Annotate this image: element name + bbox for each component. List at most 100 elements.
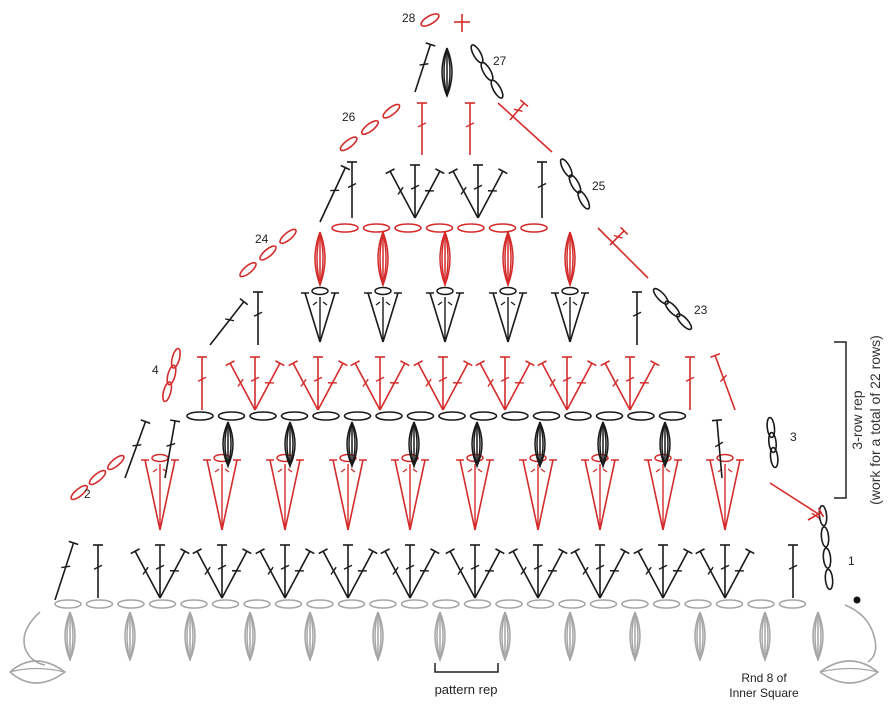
dc-stitch <box>54 540 79 601</box>
row-label-1: 1 <box>848 554 855 568</box>
chain-stitch <box>54 599 82 609</box>
dc-stitch <box>599 548 630 599</box>
chain-stitch <box>558 599 586 609</box>
dc-stitch <box>253 291 263 345</box>
shell-fan <box>380 544 440 599</box>
shell-fan <box>130 544 190 599</box>
cluster-vee <box>489 286 527 343</box>
dc-stitch <box>254 360 285 411</box>
puff-stitch <box>124 611 136 662</box>
chain-stitch <box>824 568 834 591</box>
chain-stitch <box>438 411 466 421</box>
chain-stitch <box>501 411 529 421</box>
chain-stitch <box>664 300 681 318</box>
chain-stitch <box>767 431 778 454</box>
chain-stitch <box>186 411 214 421</box>
cluster-vee <box>426 286 464 343</box>
dc-stitch <box>164 419 181 479</box>
puff-stitch <box>314 231 326 288</box>
row-rep-label-line1: 3-row rep <box>849 390 865 449</box>
puff-stitch <box>434 611 446 662</box>
chain-stitch <box>400 599 429 609</box>
row-24 <box>239 223 649 288</box>
chain-stitch <box>360 119 380 136</box>
dc-stitch <box>217 544 227 598</box>
dc-stitch <box>93 544 103 598</box>
shell-fan <box>695 544 755 599</box>
row-26 <box>339 99 553 155</box>
row-label-23: 23 <box>694 303 708 317</box>
chain-stitch <box>274 599 303 609</box>
row-rep-label-line2: (work for a total of 22 rows) <box>867 335 883 505</box>
puff-stitch <box>372 611 384 662</box>
rnd8-note-line1: Rnd 8 of <box>741 671 787 685</box>
chain-stitch <box>684 599 712 609</box>
chain-stitch <box>490 79 504 99</box>
dc-stitch <box>319 164 351 223</box>
base-round-gray <box>9 599 880 684</box>
puff-stitch <box>304 611 316 662</box>
corner-right-arc <box>844 604 877 663</box>
shell-fan <box>537 356 597 411</box>
shell-fan <box>445 544 505 599</box>
dc-stitch <box>632 291 642 345</box>
puff-stitch <box>597 421 609 469</box>
dc-stitch <box>410 164 420 218</box>
row-label-26: 26 <box>342 110 356 124</box>
row-rep-bracket <box>834 341 847 499</box>
dc-stitch <box>405 544 415 598</box>
chain-stitch <box>463 599 492 609</box>
row-label-3: 3 <box>790 430 797 444</box>
dc-stitch <box>600 360 631 411</box>
chain-stitch <box>652 599 681 609</box>
shell-fan <box>318 544 378 599</box>
chain-stitch <box>469 411 498 421</box>
chain-stitch <box>70 484 89 501</box>
row-28 <box>420 13 470 32</box>
dc-stitch <box>380 548 411 599</box>
cluster-vee <box>706 453 744 531</box>
chain-stitch <box>343 411 372 421</box>
dc-stitch <box>629 360 660 411</box>
chain-stitch <box>627 411 655 421</box>
shell-fan <box>475 356 535 411</box>
chain-stitch <box>280 411 309 421</box>
dc-stitch <box>414 168 445 219</box>
chain-stitch <box>820 526 830 548</box>
chain-stitch <box>425 223 454 233</box>
dc-stitch <box>465 102 475 155</box>
shell-fan <box>570 544 630 599</box>
chain-stitch <box>312 411 340 421</box>
chain-stitch <box>457 223 485 233</box>
row-27 <box>414 42 504 99</box>
dc-stitch <box>475 360 506 411</box>
dc-stitch <box>313 356 323 410</box>
row-25 <box>319 158 591 223</box>
dc-stitch <box>533 544 543 598</box>
chain-stitch <box>432 599 460 609</box>
dc-stitch <box>255 548 286 599</box>
dc-stitch <box>197 356 207 410</box>
corner-left-arc <box>23 611 46 666</box>
chain-stitch <box>747 599 775 609</box>
chain-stitch <box>495 599 523 609</box>
chain-stitch <box>85 599 114 609</box>
chain-stitch <box>595 411 624 421</box>
dc-stitch <box>695 548 726 599</box>
start-dot <box>853 596 861 604</box>
dc-stitch <box>413 360 444 411</box>
dc-stitch <box>625 356 635 410</box>
dc-stitch <box>124 419 151 479</box>
puff-stitch <box>64 611 76 662</box>
chain-stitch <box>239 261 257 278</box>
dc-stitch <box>662 548 693 599</box>
dc-stitch <box>504 360 535 411</box>
shell-fan <box>385 164 445 219</box>
chain-stitch <box>279 228 297 245</box>
chain-stitch <box>658 411 687 421</box>
dc-stitch <box>438 356 448 410</box>
chain-stitch <box>564 411 592 421</box>
chain-stitch <box>766 416 776 439</box>
row-label-25: 25 <box>592 179 606 193</box>
dc-stitch <box>720 544 730 598</box>
